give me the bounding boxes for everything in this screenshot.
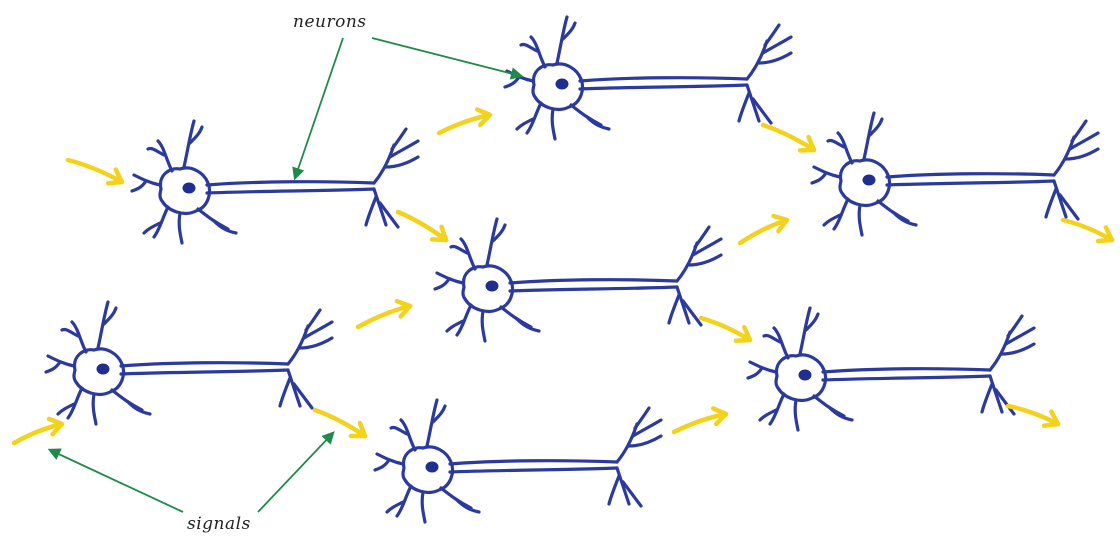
signals-label: signals: [187, 514, 251, 534]
pointer-arrow: [50, 450, 183, 512]
signal-arrows-layer: [14, 109, 1112, 443]
pointer-arrow: [295, 38, 343, 178]
signal-arrow: [315, 410, 365, 436]
signal-arrow: [68, 160, 122, 183]
signal-arrow: [14, 419, 62, 443]
nucleus: [183, 183, 196, 194]
signal-arrow: [701, 318, 750, 341]
neuron: [132, 121, 418, 243]
signal-arrow: [1063, 220, 1112, 241]
neuron: [748, 308, 1034, 430]
signal-arrow: [398, 212, 446, 240]
nucleus: [556, 79, 569, 90]
nucleus: [97, 364, 110, 375]
nucleus: [426, 462, 439, 473]
signal-arrow: [763, 125, 814, 150]
neuron: [505, 17, 791, 139]
neuron: [435, 219, 721, 341]
signal-arrow: [674, 408, 726, 432]
neuron: [46, 302, 332, 424]
signal-arrow: [358, 301, 410, 327]
pointer-arrow: [258, 433, 333, 512]
nucleus: [486, 281, 499, 292]
pointer-arrow: [372, 38, 521, 76]
neurons-label: neurons: [293, 12, 367, 32]
neuron: [812, 113, 1098, 235]
nucleus: [863, 175, 876, 186]
signal-arrow: [439, 109, 490, 133]
neuron: [375, 400, 661, 522]
signal-arrow: [1008, 406, 1058, 426]
nucleus: [799, 370, 812, 381]
neurons-layer: [46, 17, 1098, 522]
signal-arrow: [740, 216, 787, 243]
label-pointers-layer: [50, 38, 521, 512]
